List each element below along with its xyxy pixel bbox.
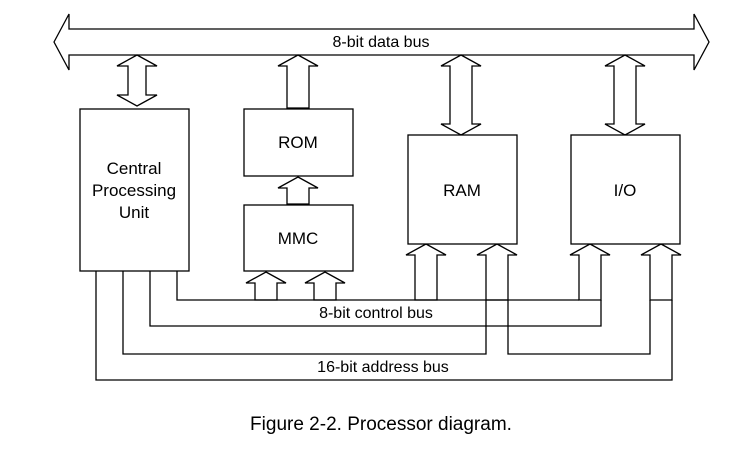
ram-label: RAM bbox=[443, 181, 481, 200]
io-block bbox=[570, 134, 681, 245]
address-bus-line-a bbox=[122, 271, 487, 355]
io-control-input-right bbox=[640, 243, 682, 301]
figure-caption: Figure 2-2. Processor diagram. bbox=[250, 414, 512, 435]
control-bus-cpu-line bbox=[149, 271, 602, 327]
cpu-block bbox=[79, 108, 190, 272]
address-bus-label: 16-bit address bus bbox=[317, 359, 449, 376]
ram-control-input-right bbox=[476, 243, 518, 301]
ram-data-bus-connector bbox=[440, 54, 482, 136]
mmc-control-input-left bbox=[245, 271, 287, 301]
ram-control-input-left bbox=[405, 243, 447, 301]
data-bus-label: 8-bit data bus bbox=[333, 34, 430, 51]
mmc-to-rom-arrow bbox=[277, 176, 319, 205]
mmc-block bbox=[243, 204, 354, 272]
cpu-label-line2: Processing bbox=[92, 181, 176, 200]
control-bus-line bbox=[176, 271, 579, 301]
control-bus-label: 8-bit control bus bbox=[319, 305, 433, 322]
io-label: I/O bbox=[614, 181, 637, 200]
mmc-label: MMC bbox=[278, 229, 319, 248]
io-data-bus-connector bbox=[604, 54, 646, 136]
io-control-input-left bbox=[569, 243, 611, 301]
ram-block bbox=[407, 134, 518, 245]
address-bus-line-c bbox=[95, 271, 673, 381]
rom-data-bus-connector bbox=[277, 54, 319, 109]
cpu-data-bus-connector bbox=[116, 54, 158, 107]
address-bus-line-b bbox=[507, 300, 651, 355]
mmc-control-input-right bbox=[304, 271, 346, 301]
rom-block bbox=[243, 108, 354, 177]
cpu-label-line3: Unit bbox=[119, 203, 150, 222]
data-bus-arrow bbox=[53, 13, 710, 71]
rom-label: ROM bbox=[278, 133, 318, 152]
cpu-label-line1: Central bbox=[107, 159, 162, 178]
